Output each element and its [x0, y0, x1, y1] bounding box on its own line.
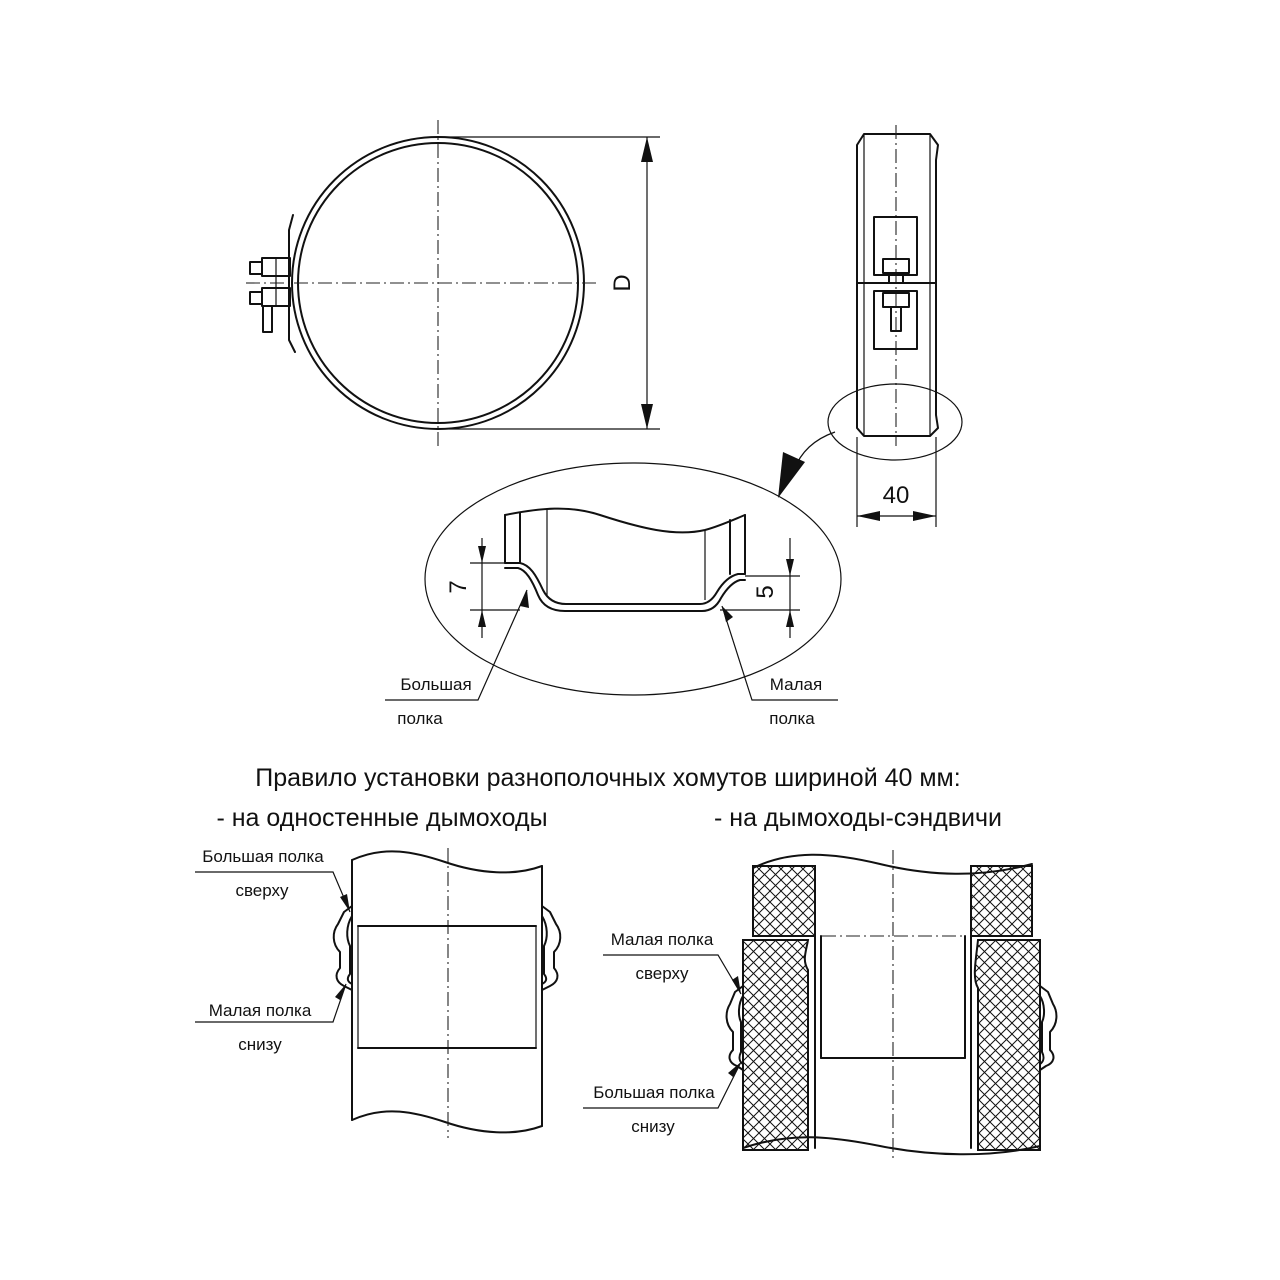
single-bottom-label-line1: Малая полка: [209, 1001, 312, 1020]
clamp-bolt: [249, 214, 296, 353]
clamp-side-view: 40: [778, 125, 963, 527]
sandwich-bottom-label-line1: Большая полка: [593, 1083, 715, 1102]
callout-arrow: [778, 452, 805, 498]
big-shelf-label-line1: Большая: [400, 675, 471, 694]
lower-slot: [873, 290, 918, 350]
small-shelf-label-line1: Малая: [770, 675, 822, 694]
insulation-right: [973, 939, 1041, 1151]
single-top-label-line2: сверху: [235, 881, 289, 900]
sandwich-caption: - на дымоходы-сэндвичи: [714, 804, 1002, 832]
detail-callout-ellipse: [827, 383, 963, 461]
big-shelf-dimension: 7: [445, 538, 520, 638]
small-shelf-label-line2: полка: [769, 709, 815, 728]
single-top-label-line1: Большая полка: [202, 847, 324, 866]
big-shelf-label-line2: полка: [397, 709, 443, 728]
page-title: Правило установки разнополочных хомутов …: [255, 764, 960, 792]
small-shelf-height-label: 5: [752, 585, 779, 598]
profile-detail: 7 5 Большая полка Малая полка: [385, 462, 842, 728]
sandwich-clamp-right: [1039, 985, 1058, 1071]
single-wall-caption: - на одностенные дымоходы: [216, 804, 547, 832]
single-bottom-label-line2: снизу: [238, 1035, 282, 1054]
clamp-profile-left: [332, 905, 353, 991]
width-label: 40: [883, 482, 910, 509]
small-shelf-dimension: 5: [720, 538, 800, 638]
sandwich-bottom-label-line2: снизу: [631, 1117, 675, 1136]
profile-inner: [504, 562, 746, 605]
detail-ellipse: [424, 462, 842, 696]
sandwich-top-label-line2: сверху: [635, 964, 689, 983]
diameter-dimension: D: [440, 136, 660, 430]
upper-slot: [873, 216, 918, 276]
band-outline: [856, 133, 939, 437]
width-dimension: 40: [856, 437, 937, 527]
diameter-label: D: [609, 274, 636, 291]
clamp-front-view: D: [246, 120, 660, 448]
big-shelf-height-label: 7: [445, 580, 472, 593]
sandwich-clamp-left: [725, 985, 744, 1071]
clamp-profile-right: [541, 905, 562, 991]
profile-outer: [504, 567, 746, 612]
sandwich-pipe-diagram: Малая полка сверху Большая полка снизу: [583, 850, 1058, 1160]
insulation-left: [742, 939, 810, 1151]
sandwich-top-label-line1: Малая полка: [611, 930, 714, 949]
single-wall-pipe-diagram: Большая полка сверху Малая полка снизу: [195, 847, 562, 1138]
